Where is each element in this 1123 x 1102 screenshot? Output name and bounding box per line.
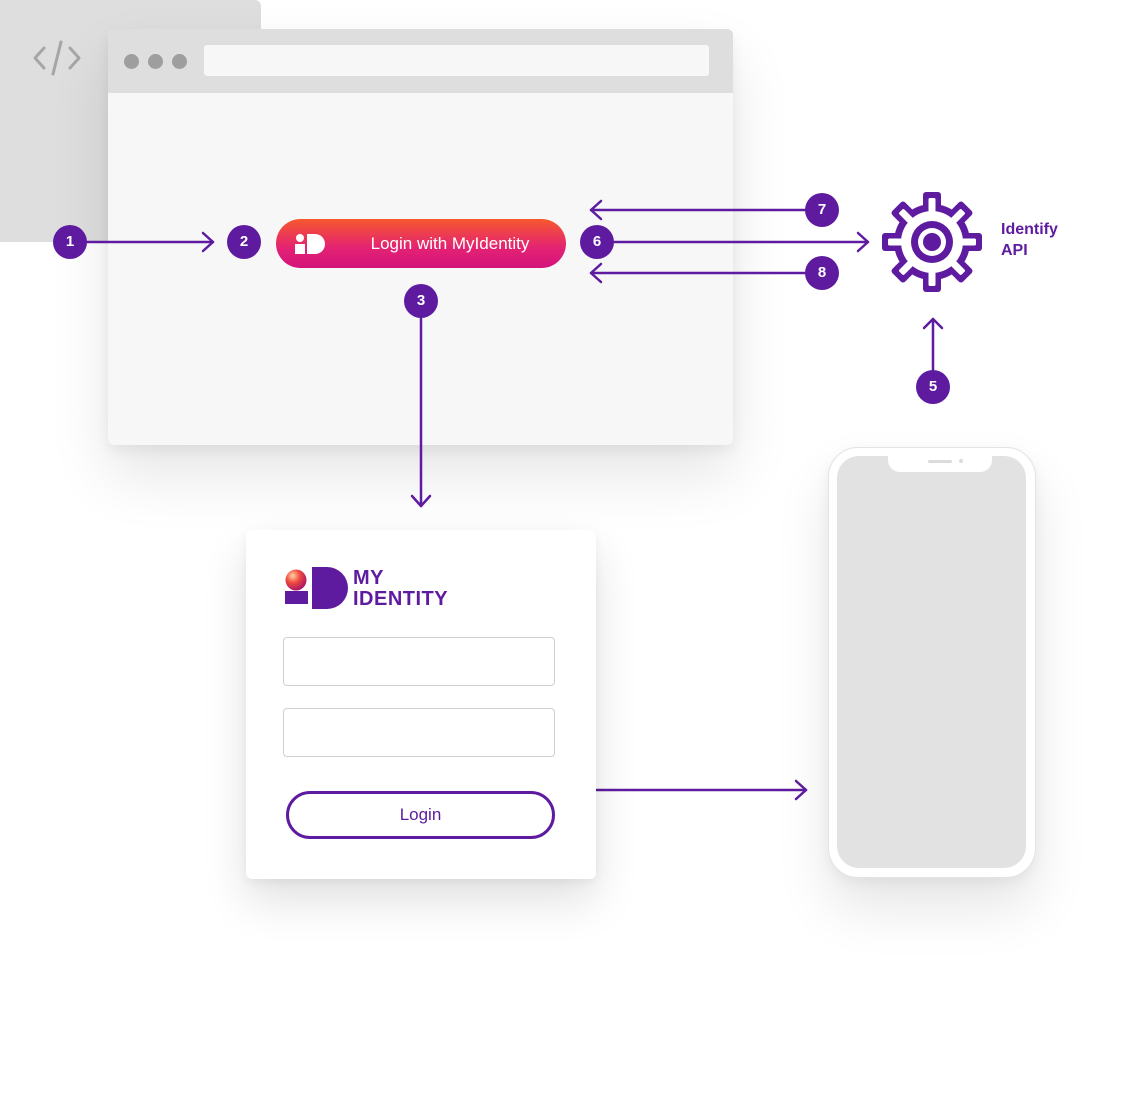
login-card: MY IDENTITY Login [246, 530, 596, 879]
login-with-myidentity-button[interactable]: Login with MyIdentity [276, 219, 566, 268]
brand-name-line1: MY [353, 567, 384, 589]
step-1-badge: 1 [53, 225, 87, 259]
phone-device [828, 447, 1036, 878]
step-2-badge: 2 [227, 225, 261, 259]
step-8-badge: 8 [805, 256, 839, 290]
api-label-line1: Identify [1001, 221, 1058, 238]
login-with-label: Login with MyIdentity [370, 234, 530, 253]
gear-icon [882, 192, 982, 292]
address-bar[interactable] [204, 45, 709, 76]
phone-screen [837, 456, 1026, 868]
phone-notch [888, 456, 992, 472]
identity-logo-icon [295, 234, 325, 254]
api-label-line2: API [1001, 242, 1028, 259]
identity-logo-icon [285, 567, 348, 609]
browser-title-bar [108, 29, 733, 93]
window-dot [124, 54, 139, 69]
brand-name-line2: IDENTITY [353, 588, 449, 610]
api-label: Identify API [1001, 219, 1111, 261]
window-dot [172, 54, 187, 69]
window-dot [148, 54, 163, 69]
step-5-badge: 5 [916, 370, 950, 404]
step-3-badge: 3 [404, 284, 438, 318]
arrow-4-right [592, 779, 808, 801]
phone-speaker [928, 460, 952, 463]
arrow-5-up [922, 317, 944, 373]
step-6-badge: 6 [580, 225, 614, 259]
code-icon [33, 40, 81, 76]
step-7-badge: 7 [805, 193, 839, 227]
password-field[interactable] [283, 708, 555, 757]
username-field[interactable] [283, 637, 555, 686]
login-button[interactable]: Login [286, 791, 555, 839]
phone-camera [959, 459, 963, 463]
